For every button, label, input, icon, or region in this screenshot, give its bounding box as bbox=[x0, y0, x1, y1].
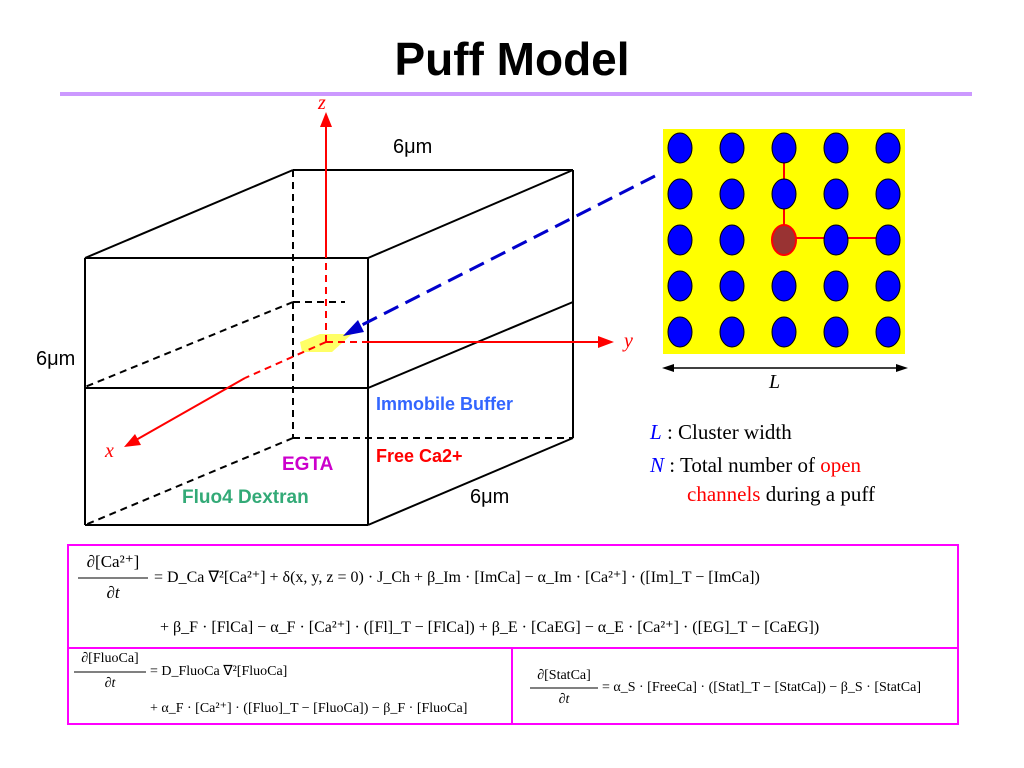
y-axis bbox=[326, 336, 614, 348]
closed-channel bbox=[875, 178, 901, 210]
title-rule bbox=[60, 92, 972, 96]
z-axis bbox=[320, 112, 332, 342]
closed-channel bbox=[667, 178, 693, 210]
closed-channel bbox=[875, 132, 901, 164]
legend-n-symbol: N bbox=[650, 453, 665, 477]
axis-label-x: x bbox=[105, 440, 114, 462]
page-title: Puff Model bbox=[394, 33, 630, 85]
dim-label-top: 6μm bbox=[393, 136, 433, 158]
closed-channel bbox=[875, 224, 901, 256]
closed-channel bbox=[823, 132, 849, 164]
fluo-lhs-num: ∂[FluoCa] bbox=[81, 651, 139, 666]
fluo-equation-line1: = D_FluoCa ∇²[FluoCa] bbox=[150, 664, 288, 679]
closed-channel bbox=[719, 132, 745, 164]
x-axis bbox=[124, 341, 327, 447]
closed-channel bbox=[823, 270, 849, 302]
stat-equation-box bbox=[511, 647, 959, 725]
stat-lhs-den: ∂t bbox=[558, 692, 570, 707]
closed-channel bbox=[875, 270, 901, 302]
box-hidden-edges bbox=[84, 170, 573, 526]
legend-open-channels: N : Total number of open channels during… bbox=[650, 451, 875, 509]
axis-label-z: z bbox=[318, 92, 326, 114]
label-free-ca: Free Ca2+ bbox=[376, 446, 463, 466]
fluo-lhs-den: ∂t bbox=[104, 676, 116, 691]
legend-n-open: open bbox=[820, 453, 862, 477]
label-fluo4: Fluo4 Dextran bbox=[182, 487, 309, 508]
closed-channel bbox=[823, 316, 849, 348]
closed-channel bbox=[719, 224, 745, 256]
legend-n-text-b: during a puff bbox=[760, 482, 875, 506]
label-egta: EGTA bbox=[282, 454, 334, 475]
closed-channel bbox=[771, 132, 797, 164]
zoom-link bbox=[343, 174, 656, 336]
closed-channel bbox=[667, 270, 693, 302]
legend-cluster-width: L : Cluster width bbox=[650, 420, 792, 445]
closed-channel bbox=[771, 178, 797, 210]
channel-grid bbox=[667, 132, 901, 348]
fluo-equation-line2: + α_F · [Ca²⁺] · ([Fluo]_T − [FluoCa]) −… bbox=[150, 701, 468, 716]
dim-label-bottom: 6μm bbox=[470, 486, 510, 508]
closed-channel bbox=[667, 224, 693, 256]
legend-n-channels: channels bbox=[687, 482, 761, 506]
closed-channel bbox=[771, 316, 797, 348]
closed-channel bbox=[823, 224, 849, 256]
box-edges bbox=[84, 169, 574, 526]
legend-l-text: : Cluster width bbox=[661, 420, 792, 444]
legend-n-text-a: : Total number of bbox=[664, 453, 821, 477]
cluster-width-indicator bbox=[662, 364, 908, 372]
open-channel bbox=[771, 224, 797, 256]
axis-label-y: y bbox=[624, 330, 633, 352]
stat-equation-line1: = α_S · [FreeCa] · ([Stat]_T − [StatCa])… bbox=[602, 680, 921, 695]
legend-l-symbol: L bbox=[650, 420, 662, 444]
closed-channel bbox=[667, 316, 693, 348]
ca-lhs-num: ∂[Ca²⁺] bbox=[86, 552, 140, 571]
label-immobile-buffer: Immobile Buffer bbox=[376, 394, 514, 414]
closed-channel bbox=[875, 316, 901, 348]
closed-channel bbox=[823, 178, 849, 210]
ca-lhs-den: ∂t bbox=[106, 583, 120, 602]
cluster-width-label: L bbox=[769, 371, 781, 393]
stat-lhs-num: ∂[StatCa] bbox=[537, 668, 591, 683]
closed-channel bbox=[771, 270, 797, 302]
ca-equation-line1: = D_Ca ∇²[Ca²⁺] + δ(x, y, z = 0) · J_Ch … bbox=[154, 569, 760, 586]
closed-channel bbox=[719, 270, 745, 302]
closed-channel bbox=[667, 132, 693, 164]
closed-channel bbox=[719, 178, 745, 210]
closed-channel bbox=[719, 316, 745, 348]
ca-equation-line2: + β_F · [FlCa] − α_F · [Ca²⁺] · ([Fl]_T … bbox=[160, 619, 820, 636]
dim-label-left: 6μm bbox=[36, 348, 76, 370]
